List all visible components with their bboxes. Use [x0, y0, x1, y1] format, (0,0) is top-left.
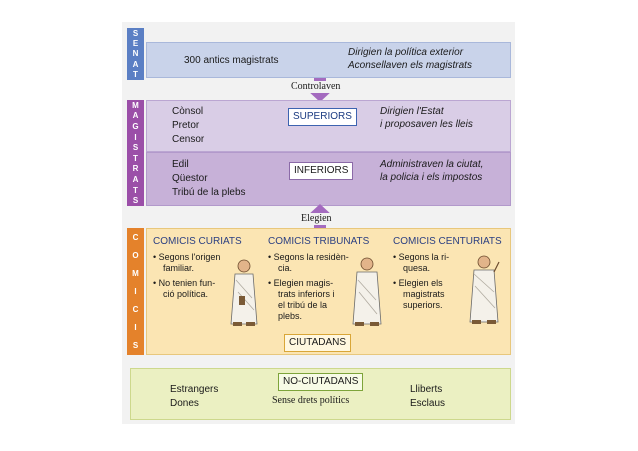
tribunats-line: el tribú de la — [278, 300, 328, 310]
roman-citizen-icon — [469, 255, 500, 324]
strip-letter: R — [132, 164, 139, 174]
strip-letter: T — [133, 70, 138, 80]
magistrat-title: Cònsol — [172, 106, 204, 117]
magistrat-title: Censor — [172, 134, 205, 145]
tribunats-line: trats inferiors i — [278, 289, 335, 299]
strip-letter: E — [132, 39, 139, 49]
inferiors-role-2: la policia i els impostos — [380, 172, 483, 183]
strip-letter: S — [132, 341, 139, 351]
centuriats-heading: COMICIS CENTURIATS — [393, 236, 502, 247]
elegien-label: Elegien — [300, 213, 333, 225]
tribunats-heading: COMICIS TRIBUNATS — [268, 236, 370, 247]
centuriats-line: • Elegien els — [393, 278, 443, 288]
strip-letter: S — [132, 196, 139, 206]
senat-box — [146, 42, 511, 78]
comicis-strip: C O M I C I S — [127, 228, 144, 355]
no-ciutadans-label: NO-CIUTADANS — [278, 373, 364, 391]
strip-letter: N — [132, 49, 139, 59]
strip-letter: A — [132, 59, 139, 69]
magistrat-title: Pretor — [172, 120, 200, 131]
roman-citizen-icon — [352, 257, 382, 326]
centuriats-line: quesa. — [403, 263, 431, 273]
controlaven-label: Controlaven — [290, 81, 342, 93]
strip-letter: M — [132, 100, 139, 110]
magistrat-title: Edil — [172, 159, 189, 170]
ciutadans-label: CIUTADANS — [284, 334, 352, 352]
no-ciutadans-group: Lliberts — [410, 384, 443, 395]
senat-count: 300 antics magistrats — [184, 55, 279, 66]
curiats-line: familiar. — [163, 263, 195, 273]
superiors-label: SUPERIORS — [288, 108, 357, 126]
strip-letter: O — [132, 250, 139, 260]
strip-letter: I — [134, 286, 137, 296]
centuriats-line: superiors. — [403, 300, 443, 310]
strip-letter: A — [132, 174, 139, 184]
tribunats-line: • Segons la residèn- — [268, 252, 349, 262]
strip-letter: I — [134, 323, 137, 333]
centuriats-line: magistrats — [403, 289, 445, 299]
strip-letter: C — [132, 305, 139, 315]
strip-letter: C — [132, 232, 139, 242]
inferiors-role-1: Administraven la ciutat, — [380, 159, 484, 170]
tribunats-line: cia. — [278, 263, 293, 273]
inferiors-label: INFERIORS — [289, 162, 354, 180]
magistrats-inferiors-box — [146, 152, 511, 206]
strip-letter: T — [133, 185, 138, 195]
senat-strip: S E N A T — [127, 28, 144, 80]
no-ciutadans-group: Dones — [170, 398, 199, 409]
comicis-box — [146, 228, 511, 355]
strip-letter: G — [132, 121, 139, 131]
curiats-line: • Segons l'origen — [153, 252, 221, 262]
strip-letter: I — [134, 132, 137, 142]
strip-letter: T — [133, 153, 138, 163]
senat-role-1: Dirigien la política exterior — [348, 47, 464, 58]
superiors-role-1: Dirigien l'Estat — [380, 106, 444, 117]
superiors-role-2: i proposaven les lleis — [380, 119, 473, 130]
curiats-line: • No tenien fun- — [153, 278, 216, 288]
no-ciutadans-group: Esclaus — [410, 398, 446, 409]
magistrat-title: Tribú de la plebs — [172, 187, 246, 198]
strip-letter: S — [132, 143, 139, 153]
tribunats-line: plebs. — [278, 311, 303, 321]
curiats-heading: COMICIS CURIATS — [153, 236, 242, 247]
tribunats-line: • Elegien magis- — [268, 278, 334, 288]
centuriats-line: • Segons la ri- — [393, 252, 450, 262]
curiats-line: ció política. — [163, 289, 209, 299]
no-ciutadans-subtitle: Sense drets polítics — [272, 395, 350, 406]
senat-role-2: Aconsellaven els magistrats — [348, 60, 472, 71]
strip-letter: M — [132, 268, 139, 278]
magistrat-title: Qüestor — [172, 173, 208, 184]
roman-citizen-icon — [230, 259, 258, 326]
no-ciutadans-group: Estrangers — [170, 384, 219, 395]
magistrats-strip: M A G I S T R A T S — [127, 100, 144, 206]
strip-letter: A — [132, 111, 139, 121]
strip-letter: S — [132, 28, 139, 38]
